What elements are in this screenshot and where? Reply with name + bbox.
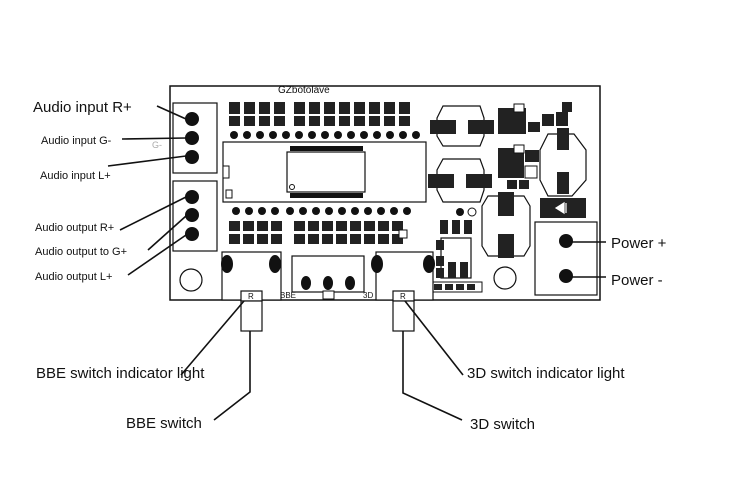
smd-strip-bottom <box>431 281 483 293</box>
smd-row-bottom <box>229 221 403 244</box>
label-audio-input-r: Audio input R+ <box>33 99 132 116</box>
center-connector-tab <box>322 290 335 300</box>
power-pin-plus <box>559 234 573 248</box>
d3-switch-pin-left <box>371 255 383 273</box>
silk-bbe: BBE <box>280 291 296 300</box>
regulator-outline-lower <box>481 195 531 257</box>
ghost-silk-g: G- <box>152 140 162 150</box>
audio-output-pin-g <box>185 208 199 222</box>
label-power-plus: Power + <box>611 235 667 252</box>
ic-pins <box>290 146 363 198</box>
ic-side-pad <box>225 189 233 199</box>
label-bbe-indicator: BBE switch indicator light <box>36 365 205 382</box>
transistor-group-mid <box>498 144 539 189</box>
bbe-switch-actuator <box>240 300 263 332</box>
ic-pin1-marker <box>289 184 295 190</box>
cap-pad-1b <box>468 120 494 134</box>
bbe-switch-pin-right <box>269 255 281 273</box>
leader-lines <box>107 105 606 421</box>
label-bbe-switch: BBE switch <box>126 415 202 432</box>
cap-pad-2b <box>466 174 492 188</box>
audio-input-pin-r <box>185 112 199 126</box>
silk-r-left: R <box>248 292 254 301</box>
small-via-right <box>456 208 464 216</box>
mounting-hole-right <box>493 266 517 290</box>
silk-3d: 3D <box>363 291 373 300</box>
silk-r-right: R <box>400 292 406 301</box>
label-d3-indicator: 3D switch indicator light <box>467 365 625 382</box>
board-title: GZbotolave <box>278 85 330 96</box>
mounting-hole-left <box>179 268 203 292</box>
via-row-bottom <box>232 207 411 215</box>
small-pad-right <box>398 229 408 239</box>
power-pin-minus <box>559 269 573 283</box>
d3-switch-housing <box>375 251 434 301</box>
ic-notch <box>222 165 230 179</box>
label-audio-input-l: Audio input L+ <box>40 170 111 182</box>
reg-pad-b <box>557 172 569 194</box>
diode-symbol <box>554 201 567 215</box>
label-audio-input-g: Audio input G- <box>41 135 112 147</box>
d3-switch-pin-right <box>423 255 435 273</box>
smd-row-top <box>229 102 410 126</box>
reg-pad-a <box>557 128 569 150</box>
audio-input-pin-g <box>185 131 199 145</box>
audio-input-pin-l <box>185 150 199 164</box>
audio-output-pin-r <box>185 190 199 204</box>
transistor-group-top <box>498 102 572 134</box>
small-via-right-2 <box>467 207 477 217</box>
audio-output-pin-l <box>185 227 199 241</box>
lower-reg-pad-b <box>498 234 514 258</box>
connector-pin-2 <box>323 276 333 290</box>
label-d3-switch: 3D switch <box>470 416 535 433</box>
connector-pin-1 <box>301 276 311 290</box>
label-audio-output-l: Audio output L+ <box>35 271 112 283</box>
smd-ic-chip <box>286 151 366 193</box>
label-audio-output-g: Audio output to G+ <box>35 246 127 258</box>
power-terminal <box>534 221 598 296</box>
lower-reg-pad-a <box>498 192 514 216</box>
bbe-switch-pin-left <box>221 255 233 273</box>
cap-pad-1a <box>430 120 456 134</box>
d3-switch-actuator <box>392 300 415 332</box>
regulator-outline-right <box>539 133 587 197</box>
via-row-top <box>230 131 420 139</box>
cap-pad-2a <box>428 174 454 188</box>
label-audio-output-r: Audio output R+ <box>35 222 114 234</box>
connector-pin-3 <box>345 276 355 290</box>
soic-chip-lower <box>436 220 472 279</box>
label-power-minus: Power - <box>611 272 663 289</box>
